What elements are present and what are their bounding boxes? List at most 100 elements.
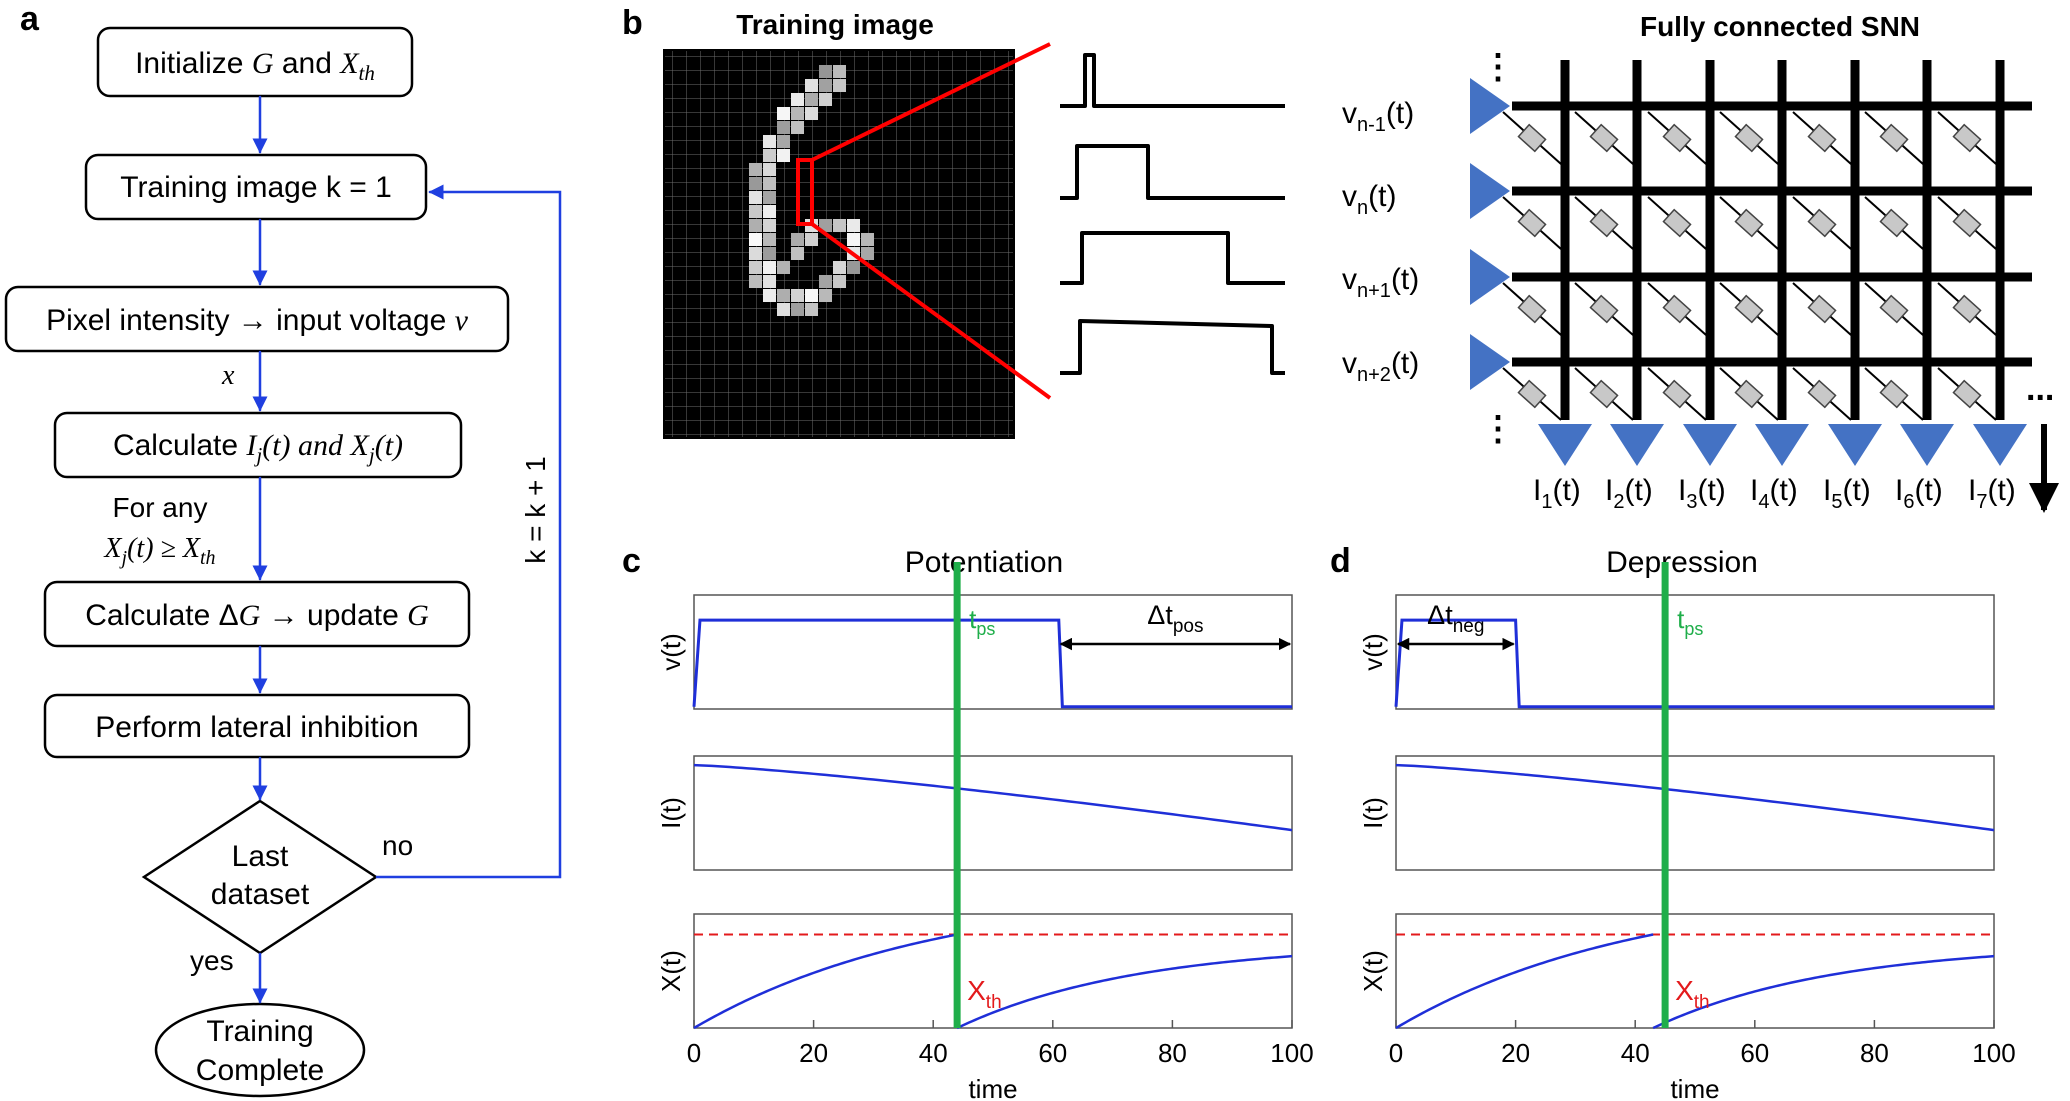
- synapse: [1589, 379, 1619, 409]
- digit-pixel: [763, 163, 776, 176]
- input-neuron: [1470, 163, 1510, 219]
- digit-pixel: [791, 107, 804, 120]
- training-image-text: Training image k = 1: [120, 171, 392, 204]
- digit-pixel: [763, 149, 776, 162]
- synapse: [1807, 208, 1837, 238]
- x-tick-label: 80: [1158, 1038, 1187, 1068]
- complete-ellipse: [154, 1002, 366, 1098]
- synapse: [1662, 379, 1692, 409]
- decision-line1: Last: [232, 840, 289, 873]
- output-neuron: [1973, 424, 2027, 466]
- digit-pixel: [861, 233, 874, 246]
- output-neuron: [1683, 424, 1737, 466]
- pulse-n: [1060, 144, 1285, 200]
- input-neuron: [1470, 78, 1510, 134]
- tps-label: tps: [969, 604, 995, 639]
- digit-pixel: [763, 233, 776, 246]
- synapse: [1952, 123, 1982, 153]
- synapse: [1952, 379, 1982, 409]
- decision-diamond: [141, 799, 379, 955]
- digit-pixel: [763, 247, 776, 260]
- digit-pixel: [777, 261, 790, 274]
- digit-pixel: [791, 247, 804, 260]
- synapse: [1589, 294, 1619, 324]
- panel-c-title: Potentiation: [905, 546, 1063, 579]
- y-axis-label: I(t): [1358, 797, 1388, 829]
- pulse-n+2: [1060, 319, 1285, 375]
- x-axis-label: time: [1670, 1074, 1719, 1101]
- snn-crossbar: [1470, 60, 2032, 466]
- projection-line-bottom: [810, 222, 1052, 400]
- y-axis-label: v(t): [1358, 633, 1388, 671]
- current-label: I3(t): [1678, 474, 1726, 513]
- training-image: [663, 42, 1052, 439]
- x-tick-label: 60: [1038, 1038, 1067, 1068]
- digit-pixel: [749, 247, 762, 260]
- digit-pixel: [763, 177, 776, 190]
- x-tick-label: 80: [1860, 1038, 1889, 1068]
- synapse: [1734, 208, 1764, 238]
- output-neuron: [1828, 424, 1882, 466]
- digit-pixel: [777, 121, 790, 134]
- digit-pixel: [777, 107, 790, 120]
- current-trace: [693, 763, 1293, 832]
- flowchart: Initialize G and Xth Training image k = …: [4, 26, 562, 1098]
- digit-pixel: [833, 79, 846, 92]
- current-label: I1(t): [1533, 474, 1581, 513]
- x-tick-label: 100: [1270, 1038, 1313, 1068]
- digit-pixel: [847, 219, 860, 232]
- calc-dg-text: Calculate ΔG → update G: [85, 599, 429, 632]
- synapse: [1589, 208, 1619, 238]
- current-trace: [1395, 763, 1995, 832]
- digit-pixel: [833, 219, 846, 232]
- xth-label: Xth: [1675, 975, 1710, 1013]
- x-tick-label: 20: [799, 1038, 828, 1068]
- x-tick-label: 60: [1740, 1038, 1769, 1068]
- y-axis-label: I(t): [656, 797, 686, 829]
- synapse: [1662, 208, 1692, 238]
- digit-pixel: [791, 303, 804, 316]
- digit-pixel: [791, 93, 804, 106]
- digit-pixels: [749, 65, 874, 316]
- output-neuron: [1538, 424, 1592, 466]
- x-tick-label: 40: [919, 1038, 948, 1068]
- digit-pixel: [805, 233, 818, 246]
- digit-pixel: [819, 65, 832, 78]
- synapse: [1879, 294, 1909, 324]
- voltage-pulses: [1060, 53, 1285, 375]
- subplot-frame: [1395, 755, 1995, 871]
- synapse: [1807, 123, 1837, 153]
- x-trace: [693, 933, 958, 1030]
- input-neuron: [1470, 249, 1510, 305]
- panel-letter-a: a: [20, 0, 40, 38]
- digit-pixel: [749, 163, 762, 176]
- digit-pixel: [749, 191, 762, 204]
- synapse: [1807, 294, 1837, 324]
- digit-pixel: [749, 275, 762, 288]
- digit-pixel: [777, 289, 790, 302]
- x-trace-after-reset: [1652, 954, 1995, 1030]
- digit-pixel: [763, 205, 776, 218]
- subplot-frame: [1395, 913, 1995, 1029]
- projection-line-top: [811, 42, 1051, 162]
- voltage-label: vn+1(t): [1342, 263, 1419, 302]
- digit-pixel: [805, 93, 818, 106]
- current-label: I6(t): [1895, 474, 1943, 513]
- digit-pixel: [805, 79, 818, 92]
- synapse: [1734, 379, 1764, 409]
- current-label: I4(t): [1750, 474, 1798, 513]
- x-axis-label: time: [968, 1074, 1017, 1101]
- complete-line1: Training: [206, 1015, 313, 1048]
- condition-line2: Xj(t) ≥ Xth: [103, 533, 215, 569]
- y-axis-label: X(t): [1358, 950, 1388, 992]
- digit-pixel: [805, 303, 818, 316]
- synapse: [1734, 123, 1764, 153]
- digit-pixel: [749, 177, 762, 190]
- delta-t-label: Δtneg: [1427, 600, 1484, 637]
- digit-pixel: [763, 191, 776, 204]
- synapse: [1952, 208, 1982, 238]
- digit-pixel: [819, 289, 832, 302]
- voltage-trace: [692, 618, 1292, 709]
- x-tick-label: 0: [1389, 1038, 1403, 1068]
